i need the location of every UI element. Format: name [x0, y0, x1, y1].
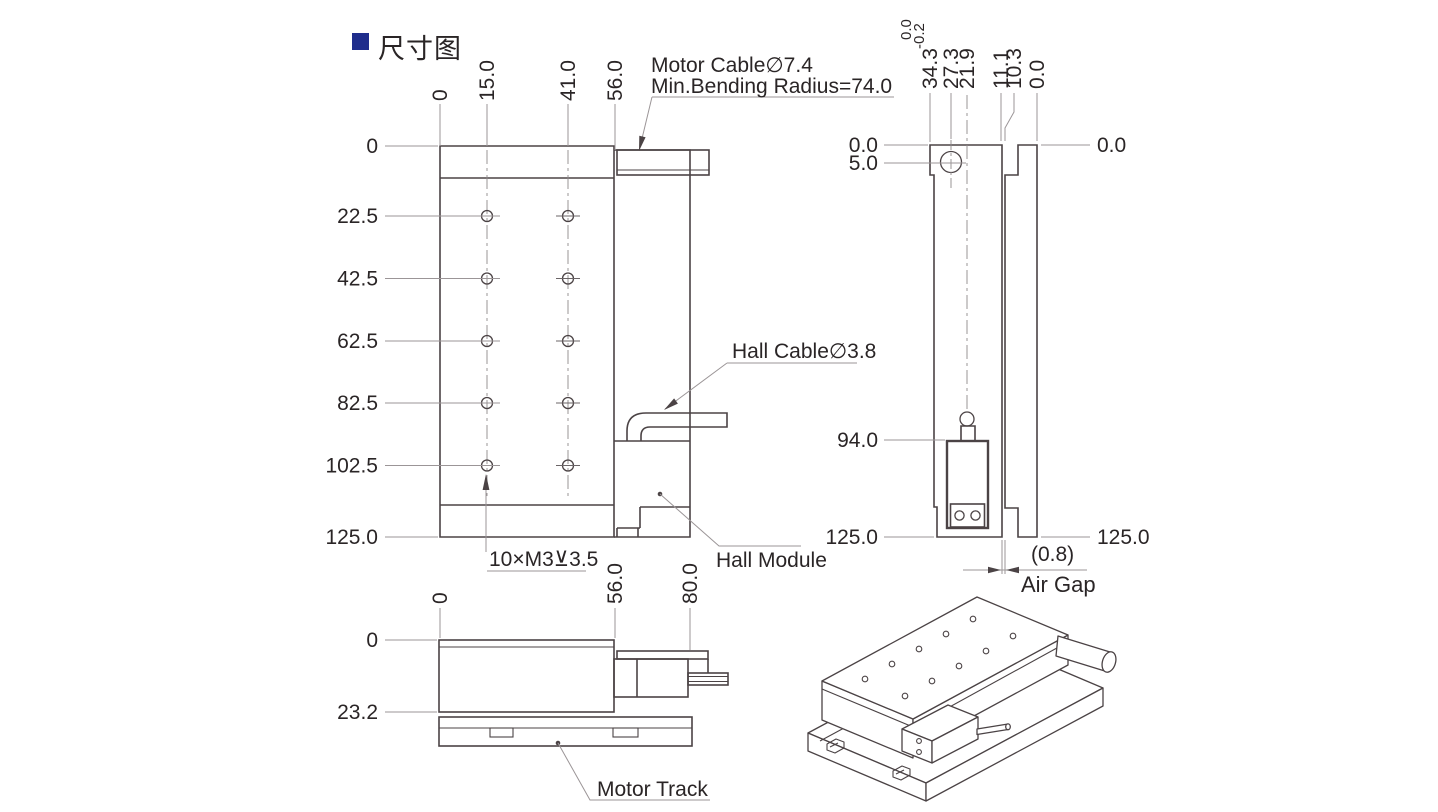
iso-hall-cable-rod-end [1005, 723, 1011, 731]
bottom-top-dim-80: 80.0 [679, 563, 702, 604]
hall-cable-arrow [664, 398, 678, 410]
iso-track-clip-2 [892, 765, 911, 781]
side-left-dim-lines [884, 144, 966, 538]
bottom-left-dim-232: 23.2 [337, 701, 378, 724]
air-gap-label: Air Gap [1021, 572, 1096, 597]
hall-stem [960, 425, 976, 441]
thread-note-label: 10×M3⊻3.5 [489, 548, 598, 571]
iso-top-holes [861, 615, 1017, 700]
front-left-dim-102: 102.5 [325, 455, 378, 478]
side-left-dim-94: 94.0 [837, 429, 878, 452]
air-gap-arrow-left [988, 566, 1001, 574]
side-right-dim-lines [1041, 144, 1090, 538]
side-track-outline [1004, 144, 1038, 538]
hall-module-label: Hall Module [716, 549, 827, 572]
bottom-left-dim-0: 0 [366, 629, 378, 652]
iso-view [807, 596, 1117, 802]
side-top-dim-00: 0.0 [1026, 60, 1049, 89]
motor-cable-label-line1: Motor Cable∅7.4 [651, 54, 813, 77]
bottom-cable-rod [687, 672, 729, 686]
front-left-dim-22: 22.5 [337, 205, 378, 228]
hall-cable-label: Hall Cable∅3.8 [732, 340, 876, 363]
hall-connector-box [949, 503, 986, 528]
side-view: 0.0 -0.2 34.3 27.3 21.9 11.1 10.3 0.0 0.… [825, 19, 1149, 597]
side-hall-module [945, 439, 990, 530]
motor-track-label: Motor Track [597, 778, 708, 801]
title-bullet-square [352, 33, 369, 50]
bottom-dim-lines [385, 608, 691, 713]
side-top-extension-lines [929, 93, 1038, 142]
side-tolerance-upper: 0.0 [898, 19, 915, 40]
hall-stem-hole [959, 411, 975, 427]
front-left-dim-42: 42.5 [337, 268, 378, 291]
hall-connector-pin-left [954, 510, 965, 521]
iso-track-front-right [925, 687, 1104, 802]
side-tolerance-lower: -0.2 [911, 23, 928, 49]
hall-cable-elbow [626, 412, 728, 441]
bottom-top-dim-0: 0 [429, 592, 452, 604]
hall-module-leader [659, 493, 801, 547]
bottom-cable-rod-lines [688, 675, 728, 683]
iso-hall-connector-hole-1 [916, 738, 922, 744]
mounting-holes [480, 209, 580, 472]
front-left-dim-125: 125.0 [325, 526, 378, 549]
front-right-column [614, 149, 691, 538]
front-left-dim-0: 0 [366, 135, 378, 158]
iso-forcer-top [821, 596, 1069, 720]
front-top-dim-0: 0 [429, 89, 452, 101]
bottom-body [438, 639, 615, 713]
iso-hall-connector-hole-2 [916, 749, 922, 755]
motor-track-body [438, 716, 693, 747]
air-gap-dim-lines [963, 540, 1087, 574]
hall-connector-pin-right [970, 510, 981, 521]
iso-track-clip-1 [826, 738, 845, 754]
front-left-dim-82: 82.5 [337, 392, 378, 415]
hall-cable-leader [664, 362, 857, 410]
page-title: 尺寸图 [352, 27, 462, 66]
motor-track-notch-left [489, 727, 514, 738]
page-title-text: 尺寸图 [378, 34, 462, 64]
bottom-view: 0 56.0 80.0 0 23.2 Motor Track [337, 563, 729, 801]
front-top-extension-lines [439, 104, 616, 150]
side-right-dim-125: 125.0 [1097, 526, 1150, 549]
front-hall-module-outline [614, 440, 690, 537]
front-left-dim-lines [385, 145, 500, 538]
side-left-dim-5: 5.0 [849, 152, 878, 175]
motor-cable-block [616, 149, 710, 176]
motor-track-leader [557, 742, 710, 801]
thread-note-leader [485, 490, 586, 572]
iso-motor-cable-end [1101, 651, 1117, 673]
side-top-dim-219: 21.9 [956, 48, 979, 89]
front-top-dim-41: 41.0 [557, 60, 580, 101]
side-top-dim-273: 27.3 [940, 48, 963, 89]
bottom-top-dim-56: 56.0 [604, 563, 627, 604]
air-gap-arrow-right [1006, 566, 1019, 574]
air-gap-value: (0.8) [1031, 543, 1074, 566]
motor-track-notch-right [612, 727, 639, 738]
side-left-dim-125: 125.0 [825, 526, 878, 549]
front-top-dim-56: 56.0 [604, 60, 627, 101]
iso-hall-module-right [931, 716, 979, 764]
thread-note-arrow [482, 474, 490, 490]
side-top-dim-103: 10.3 [1003, 48, 1026, 89]
hole-centerlines [486, 150, 569, 497]
bottom-motor-block [613, 658, 689, 698]
side-top-dim-343: 34.3 [919, 48, 942, 89]
front-body-bands [440, 177, 614, 506]
side-top-dim-111: 11.1 [990, 50, 1013, 89]
front-top-dim-15: 15.0 [476, 60, 499, 101]
bottom-cable-plate [616, 650, 709, 660]
motor-cable-arrow [639, 135, 646, 151]
front-view: 0 15.0 41.0 56.0 0 22.5 42.5 62.5 82.5 1… [325, 54, 894, 572]
front-left-dim-62: 62.5 [337, 330, 378, 353]
side-right-dim-0: 0.0 [1097, 134, 1126, 157]
side-left-dim-0: 0.0 [849, 134, 878, 157]
motor-cable-label-line2: Min.Bending Radius=74.0 [651, 75, 892, 98]
side-carriage-outline [929, 144, 1003, 538]
